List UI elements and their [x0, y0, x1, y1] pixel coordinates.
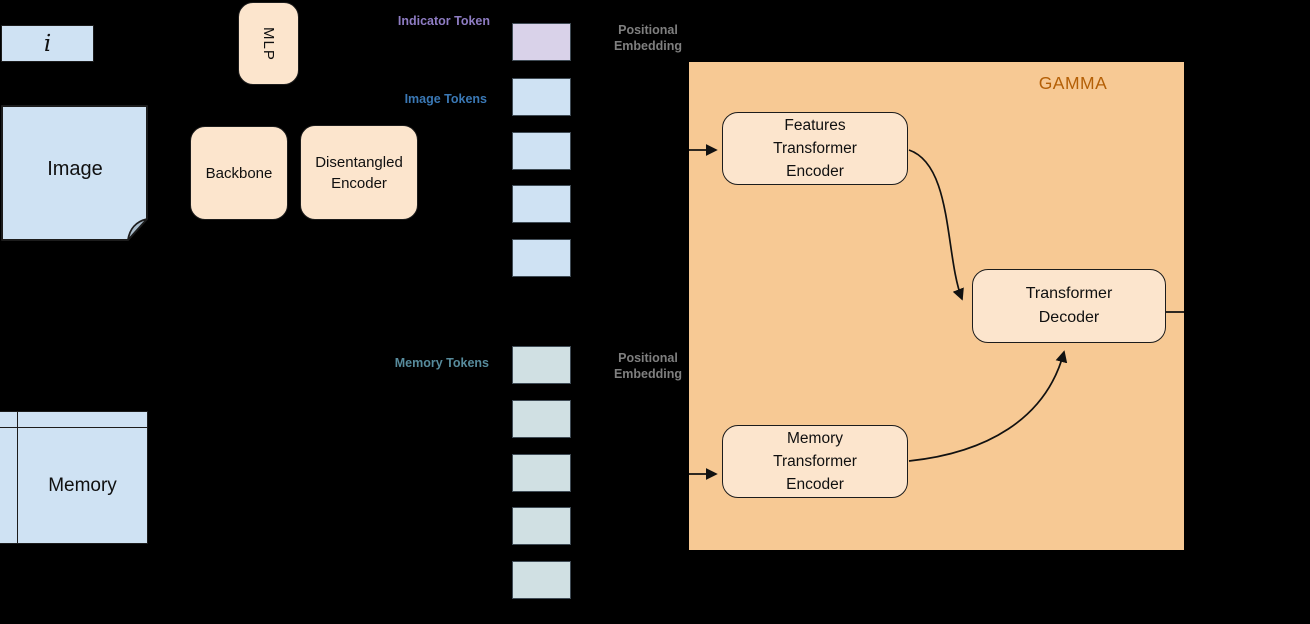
- positional-embedding-label-bottom: Positional Embedding: [613, 351, 683, 381]
- memory-token-box: [512, 507, 571, 546]
- indicator-input-box: i: [1, 25, 94, 62]
- memory-input-label: Memory: [48, 474, 117, 496]
- transformer-decoder-label: Transformer Decoder: [1025, 285, 1113, 326]
- memory-grid-hline: [0, 426, 147, 428]
- memory-token-box: [512, 346, 571, 384]
- features-transformer-encoder-block: Features Transformer Encoder: [722, 112, 908, 185]
- image-input-label: Image: [47, 157, 103, 180]
- mlp-label: MLP: [260, 26, 277, 61]
- positional-embedding-label-top: Positional Embedding: [613, 23, 683, 53]
- indicator-token-list: [512, 23, 571, 61]
- mlp-block: MLP: [238, 2, 299, 85]
- image-token-box: [512, 239, 571, 278]
- indicator-token-box: [512, 23, 571, 61]
- image-tokens-label: Image Tokens: [404, 92, 487, 106]
- memory-transformer-encoder-block: Memory Transformer Encoder: [722, 425, 908, 498]
- indicator-token-label: Indicator Token: [397, 14, 490, 28]
- folded-corner-icon: [127, 218, 148, 241]
- transformer-decoder-block: Transformer Decoder: [972, 269, 1166, 343]
- backbone-label: Backbone: [205, 164, 273, 182]
- gamma-title: GAMMA: [1038, 73, 1108, 93]
- memory-token-box: [512, 561, 571, 600]
- memory-tokens-label: Memory Tokens: [394, 356, 489, 370]
- image-input-shape: [1, 105, 148, 241]
- indicator-symbol: i: [43, 30, 52, 57]
- memory-token-box: [512, 453, 571, 492]
- image-token-box: [512, 78, 571, 116]
- image-token-box: [512, 185, 571, 224]
- memory-input-box: Memory: [0, 411, 148, 544]
- memory-token-box: [512, 399, 571, 438]
- disentangled-encoder-block: Disentangled Encoder: [300, 125, 418, 220]
- memory-token-list: [512, 346, 571, 600]
- image-token-box: [512, 131, 571, 170]
- backbone-block: Backbone: [190, 126, 288, 220]
- memory-grid-vline: [16, 412, 18, 543]
- image-token-list: [512, 78, 571, 278]
- gamma-container: GAMMA Features Transformer Encoder Memor…: [689, 62, 1184, 550]
- features-transformer-encoder-label: Features Transformer Encoder: [773, 117, 857, 180]
- memory-transformer-encoder-label: Memory Transformer Encoder: [773, 430, 857, 493]
- disentangled-encoder-label: Disentangled Encoder: [315, 153, 403, 192]
